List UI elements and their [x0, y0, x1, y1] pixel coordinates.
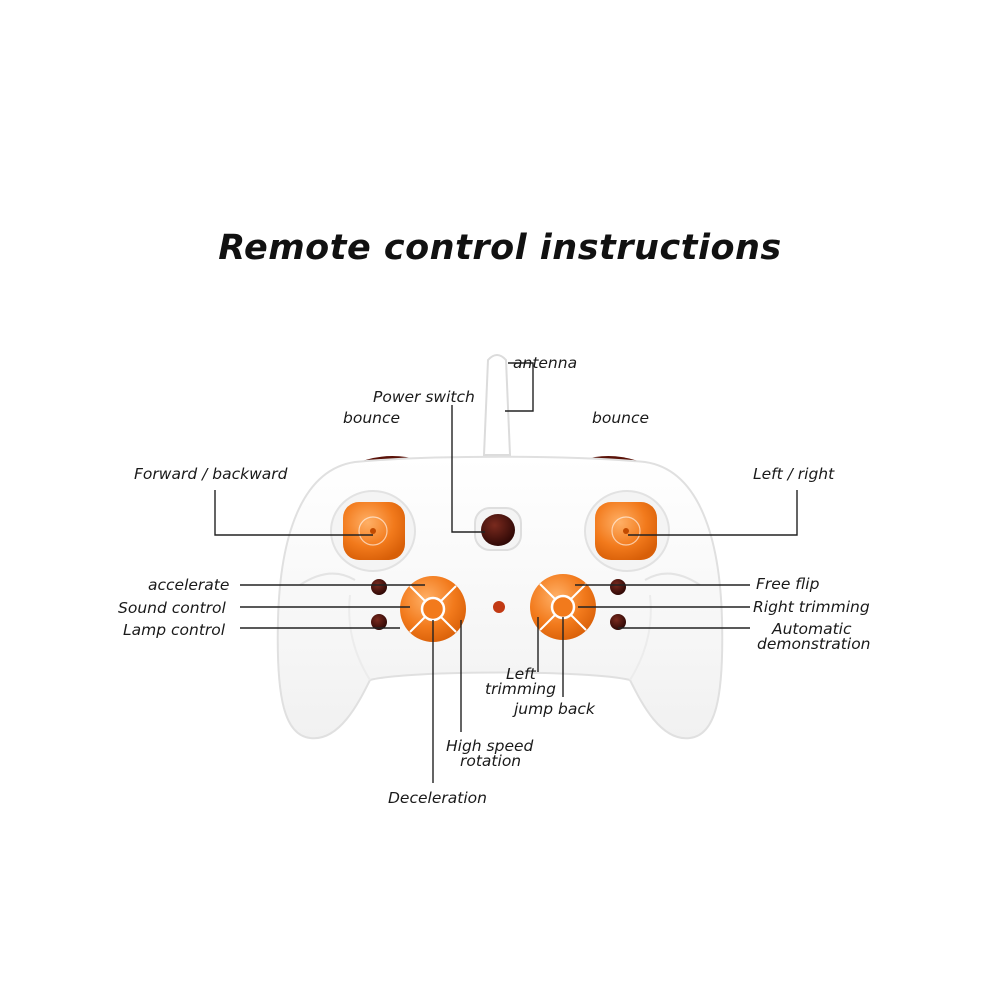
label-automatic-line1: Automatic — [771, 620, 852, 638]
left-joystick[interactable] — [330, 490, 416, 572]
antenna-part — [463, 354, 531, 471]
diagram-title: Remote control instructions — [218, 228, 782, 268]
label-bounce-left: bounce — [343, 409, 400, 427]
label-deceleration: Deceleration — [388, 789, 487, 807]
leader-lines — [214, 362, 798, 783]
label-left-right: Left / right — [753, 465, 835, 483]
automatic-demo-button[interactable] — [610, 614, 626, 630]
label-left-trimming-line1: Left — [506, 665, 537, 683]
label-accelerate: accelerate — [148, 576, 229, 594]
label-high-speed-line1: High speed — [446, 737, 534, 755]
power-led-indicator — [493, 601, 505, 613]
right-joystick[interactable] — [584, 490, 670, 572]
leader-left-right — [628, 490, 798, 536]
label-left-trimming-line2: trimming — [485, 680, 556, 698]
label-automatic-line2: demonstration — [757, 635, 871, 653]
right-dpad[interactable] — [530, 574, 596, 640]
label-right-trimming: Right trimming — [753, 598, 870, 616]
label-forward-backward: Forward / backward — [134, 465, 288, 483]
label-lamp-control: Lamp control — [123, 621, 226, 639]
leader-antenna — [505, 362, 534, 412]
label-high-speed-line2: rotation — [460, 752, 521, 770]
power-switch-button[interactable] — [474, 507, 522, 551]
label-sound-control: Sound control — [118, 599, 226, 617]
label-antenna: antenna — [513, 354, 577, 372]
label-free-flip: Free flip — [756, 575, 820, 593]
left-dpad[interactable] — [400, 576, 466, 642]
accelerate-button[interactable] — [371, 579, 387, 595]
lamp-control-button[interactable] — [371, 614, 387, 630]
label-jump-back: jump back — [512, 700, 596, 718]
leader-power-switch — [451, 405, 485, 533]
label-power-switch: Power switch — [373, 388, 475, 406]
free-flip-button[interactable] — [610, 579, 626, 595]
leader-forward-backward — [214, 490, 373, 536]
label-bounce-right: bounce — [592, 409, 649, 427]
